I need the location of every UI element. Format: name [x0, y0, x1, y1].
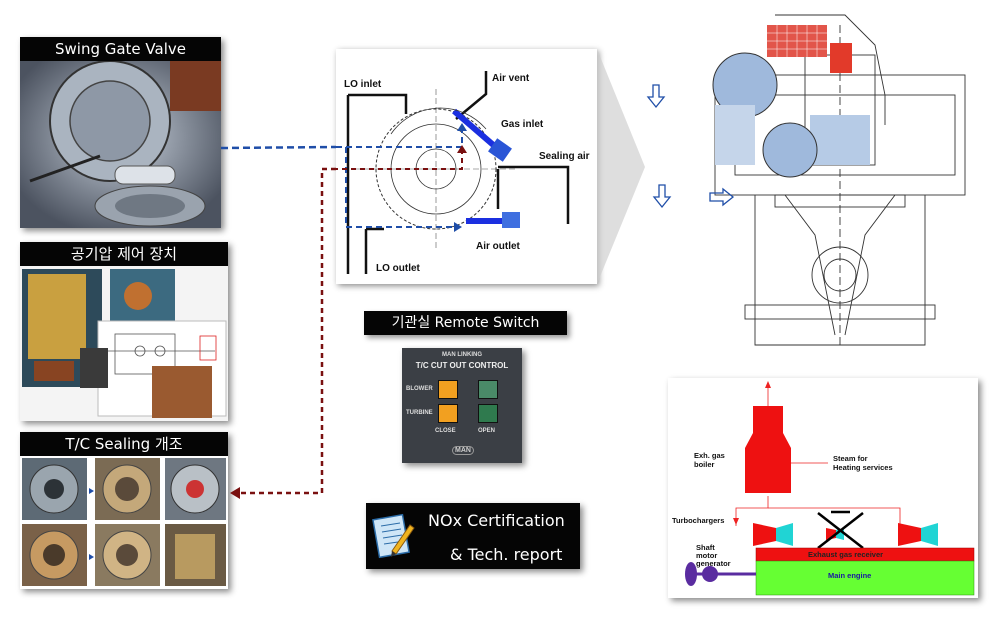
nox-certification-line2: & Tech. report — [450, 545, 563, 564]
exhaust-system-drawing — [668, 378, 978, 598]
plate-title: T/C CUT OUT CONTROL — [415, 361, 509, 370]
turbochargers-label: Turbochargers — [672, 516, 725, 525]
air-outlet-label: Air outlet — [476, 241, 520, 252]
steam-label: Steam for Heating services — [833, 454, 893, 472]
boiler-label: Exh. gas boiler — [694, 451, 725, 469]
tc-sealing-panel: T/C Sealing 개조 — [20, 432, 228, 589]
air-pressure-control-title: 공기압 제어 장치 — [20, 242, 228, 266]
blower-open-lamp[interactable] — [478, 380, 498, 399]
swing-gate-valve-photo — [20, 61, 221, 228]
receiver-label: Exhaust gas receiver — [808, 550, 884, 559]
open-label: OPEN — [478, 428, 496, 434]
zoom-connector — [597, 49, 645, 284]
main-engine-label: Main engine — [828, 571, 872, 580]
swing-gate-valve-title: Swing Gate Valve — [20, 37, 221, 61]
exhaust-system-diagram: Exh. gas boiler Steam for Heating servic… — [668, 378, 978, 598]
nox-certification-box: NOx Certification & Tech. report — [366, 503, 580, 569]
lo-inlet-label: LO inlet — [344, 79, 382, 90]
tc-sealing-title: T/C Sealing 개조 — [20, 432, 228, 456]
air-vent-label: Air vent — [492, 73, 530, 84]
row-turbine-label: TURBINE — [406, 410, 433, 416]
air-pressure-control-panel: 공기압 제어 장치 — [20, 242, 228, 421]
turbine-close-lamp[interactable] — [438, 404, 458, 423]
document-pen-icon — [372, 513, 415, 559]
close-label: CLOSE — [435, 428, 456, 434]
turbine-open-lamp[interactable] — [478, 404, 498, 423]
tc-sealing-photos — [20, 456, 228, 589]
gas-inlet-label: Gas inlet — [501, 119, 544, 130]
valve-section-diagram: LO inlet Air vent Gas inlet Sealing air … — [324, 49, 597, 284]
engine-cross-section — [645, 5, 985, 365]
air-pressure-control-photos — [20, 266, 228, 421]
plate-brand: MAN LINKING — [442, 352, 482, 358]
swing-gate-valve-panel: Swing Gate Valve — [20, 37, 221, 228]
nox-certification-line1: NOx Certification — [428, 511, 565, 530]
lo-outlet-label: LO outlet — [376, 263, 420, 274]
valve-section-drawing — [324, 49, 597, 284]
shaft-motor-label: Shaft motor generator — [696, 543, 731, 568]
man-logo: MAN — [452, 446, 474, 455]
remote-switch-title: 기관실 Remote Switch — [364, 311, 567, 335]
sealing-air-label: Sealing air — [539, 151, 590, 162]
remote-switch-plate: MAN LINKING T/C CUT OUT CONTROL BLOWER T… — [402, 348, 522, 463]
blower-close-lamp[interactable] — [438, 380, 458, 399]
row-blower-label: BLOWER — [406, 386, 433, 392]
